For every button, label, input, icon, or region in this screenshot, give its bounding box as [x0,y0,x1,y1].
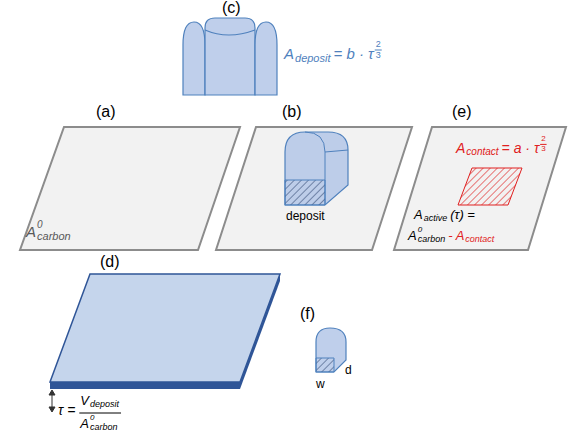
label-text: (b) [282,104,302,120]
label-text: d [345,364,352,376]
label-text: τ = [58,403,75,417]
carbon-surface [20,127,240,250]
contact-area [458,168,522,205]
label-text: deposit [295,53,330,64]
label-text: - A [448,229,464,242]
label-text: (d) [100,254,120,270]
label-text: 3 [376,51,381,60]
carbon-surface [394,127,566,250]
label-text: 0 [90,414,94,422]
label-text: = b · τ [334,46,374,61]
deposit-layer [50,274,280,389]
label-text: 0 [418,226,422,234]
label-text: (a) [96,104,116,120]
label-text: (τ) = [450,208,475,221]
label-text: A [408,229,417,242]
label-text: carbon [90,423,118,432]
label-text: deposit [286,210,325,222]
label-text: (c) [222,0,241,16]
label-text: carbon [418,235,446,244]
deposit-shape [285,132,348,205]
deposit-surface [183,18,277,95]
label-text: A [456,141,465,155]
label-text: V [80,394,89,407]
label-text: A [414,208,423,221]
label-text: = a · τ [502,141,540,155]
label-text: (f) [300,306,315,322]
label-text: w [316,378,325,390]
label-text: deposit [90,400,119,409]
label-text: active [424,214,448,223]
label-text: A [26,224,36,239]
deposit-unit [316,328,346,372]
label-text: carbon [37,231,71,242]
label-text: 0 [37,220,43,230]
thickness-arrow [49,390,55,412]
label-text: A [284,46,294,61]
fraction-bar [79,413,121,414]
label-text: contact [466,147,498,157]
label-text: 2 [541,135,545,143]
label-text: A [80,417,89,430]
label-text: (e) [452,104,472,120]
label-text: 3 [541,145,545,153]
label-text: contact [465,235,494,244]
carbon-surface [216,127,412,250]
label-text: 2 [376,40,381,49]
